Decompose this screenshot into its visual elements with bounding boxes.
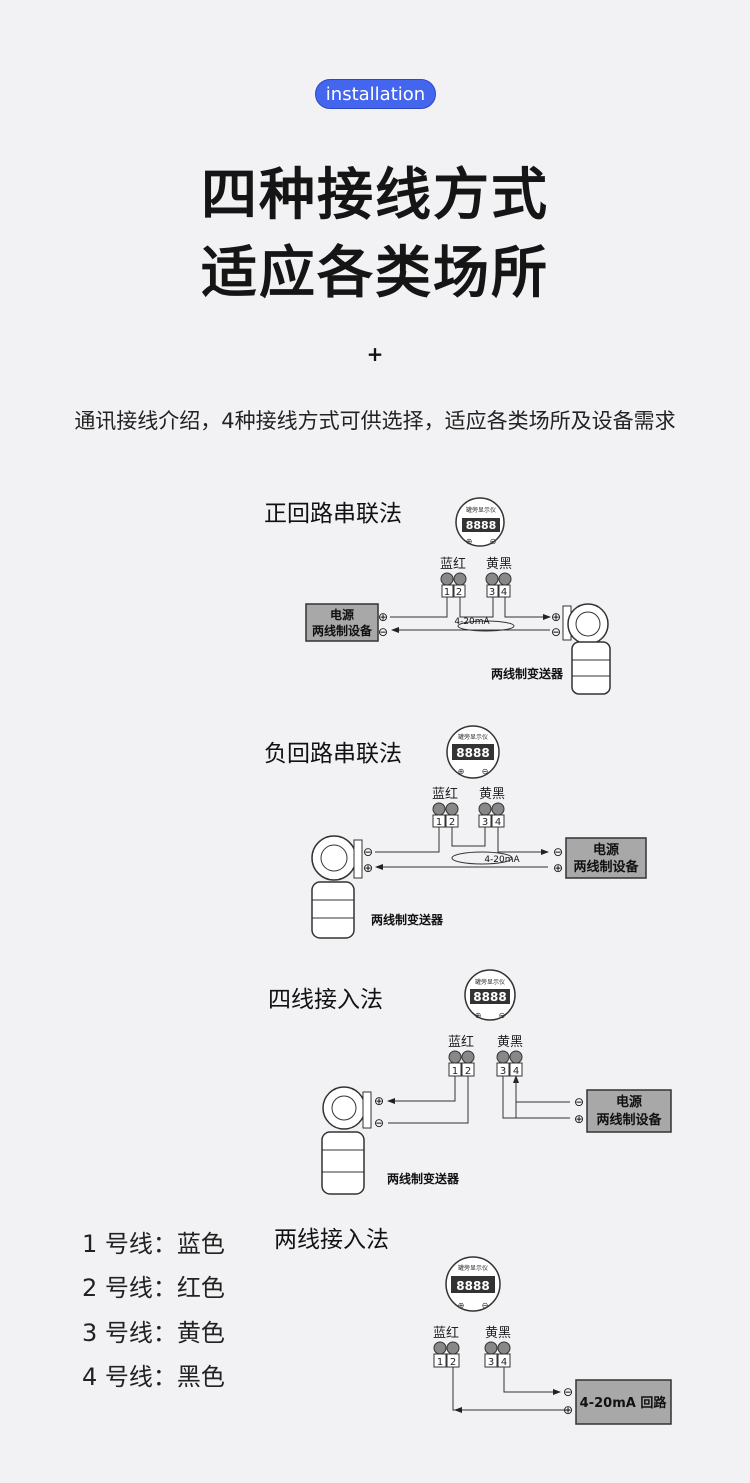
svg-text:1: 1 bbox=[452, 1066, 458, 1077]
section-title-positive-loop: 正回路串联法 bbox=[264, 501, 402, 527]
diagram-negative-loop: 8888 罐旁显示仪 ⊕ ⊖ 蓝红 黄黑 1 2 3 4 ⊖ ⊕ 两线制变送器 … bbox=[311, 725, 647, 939]
svg-text:⊖: ⊖ bbox=[551, 625, 561, 639]
diagram-four-wire: 8888 罐旁显示仪 ⊕ ⊖ 蓝红 黄黑 1 2 3 4 ⊕ ⊖ 两线制变送器 … bbox=[321, 969, 672, 1195]
svg-text:⊖: ⊖ bbox=[574, 1095, 584, 1109]
svg-text:4: 4 bbox=[501, 587, 507, 598]
svg-text:⊖: ⊖ bbox=[499, 1011, 506, 1020]
legend-wire-2: 2 号线：红色 bbox=[82, 1274, 225, 1302]
svg-text:⊕: ⊕ bbox=[458, 767, 465, 776]
svg-text:电源: 电源 bbox=[593, 842, 619, 858]
section-title-two-wire: 两线接入法 bbox=[274, 1227, 389, 1253]
svg-text:蓝红: 蓝红 bbox=[432, 786, 458, 802]
svg-text:⊖: ⊖ bbox=[374, 1116, 384, 1130]
svg-text:4-20mA: 4-20mA bbox=[484, 855, 520, 865]
svg-text:⊕: ⊕ bbox=[466, 537, 473, 546]
svg-text:4: 4 bbox=[513, 1066, 519, 1077]
svg-text:3: 3 bbox=[500, 1066, 506, 1077]
svg-text:电源: 电源 bbox=[616, 1094, 642, 1110]
svg-text:⊕: ⊕ bbox=[378, 610, 388, 624]
svg-text:⊕: ⊕ bbox=[363, 861, 373, 875]
svg-text:两线制设备: 两线制设备 bbox=[596, 1112, 662, 1128]
svg-text:⊕: ⊕ bbox=[563, 1403, 573, 1417]
svg-text:罐旁显示仪: 罐旁显示仪 bbox=[458, 733, 488, 741]
diagram-two-wire: 8888 罐旁显示仪 ⊕ ⊖ 蓝红 黄黑 1 2 3 4 ⊖ ⊕ 4-20mA … bbox=[433, 1256, 672, 1425]
svg-text:4-20mA 回路: 4-20mA 回路 bbox=[580, 1395, 668, 1411]
plus-divider: + bbox=[366, 342, 384, 366]
svg-text:蓝红: 蓝红 bbox=[448, 1034, 474, 1050]
svg-text:⊕: ⊕ bbox=[475, 1011, 482, 1020]
svg-text:4: 4 bbox=[495, 817, 501, 828]
svg-text:蓝红: 蓝红 bbox=[433, 1325, 459, 1341]
section-title-negative-loop: 负回路串联法 bbox=[264, 741, 402, 767]
svg-text:8888: 8888 bbox=[456, 1279, 489, 1293]
svg-text:⊖: ⊖ bbox=[378, 625, 388, 639]
svg-text:⊖: ⊖ bbox=[363, 845, 373, 859]
svg-text:⊖: ⊖ bbox=[553, 845, 563, 859]
svg-text:两线制设备: 两线制设备 bbox=[312, 623, 373, 638]
svg-text:4-20mA: 4-20mA bbox=[454, 617, 490, 627]
svg-text:1: 1 bbox=[436, 817, 442, 828]
svg-text:2: 2 bbox=[456, 587, 462, 598]
label-yellow-black: 黄黑 bbox=[486, 557, 512, 572]
installation-badge: installation bbox=[315, 79, 436, 109]
svg-text:⊕: ⊕ bbox=[553, 861, 563, 875]
power-box bbox=[305, 603, 379, 642]
svg-text:电源: 电源 bbox=[330, 607, 354, 622]
label-blue-red: 蓝红 bbox=[440, 556, 466, 572]
svg-text:2: 2 bbox=[465, 1066, 471, 1077]
svg-text:⊖: ⊖ bbox=[490, 537, 497, 546]
svg-text:两线制设备: 两线制设备 bbox=[573, 859, 639, 875]
legend-wire-1: 1 号线：蓝色 bbox=[82, 1230, 225, 1258]
svg-text:3: 3 bbox=[489, 587, 495, 598]
svg-text:4: 4 bbox=[501, 1357, 507, 1368]
svg-text:⊕: ⊕ bbox=[374, 1094, 384, 1108]
intro-text: 通讯接线介绍，4种接线方式可供选择，适应各类场所及设备需求 bbox=[74, 409, 676, 433]
meter-name: 罐旁显示仪 bbox=[466, 506, 496, 514]
meter-digits: 8888 bbox=[466, 519, 497, 532]
page-title-line-1: 四种接线方式 bbox=[201, 163, 549, 228]
svg-text:1: 1 bbox=[437, 1357, 443, 1368]
svg-text:两线制变送器: 两线制变送器 bbox=[387, 1171, 460, 1186]
diagram-positive-loop: 8888 罐旁显示仪 ⊕ ⊖ 蓝红 黄黑 1 2 3 4 电源 两线制设备 ⊕ … bbox=[305, 497, 611, 695]
svg-text:罐旁显示仪: 罐旁显示仪 bbox=[458, 1264, 488, 1272]
svg-text:1: 1 bbox=[444, 587, 450, 598]
display-meter: 8888 罐旁显示仪 ⊕ ⊖ bbox=[455, 497, 505, 547]
legend-wire-3: 3 号线：黄色 bbox=[82, 1319, 225, 1347]
section-title-four-wire: 四线接入法 bbox=[268, 987, 383, 1013]
svg-text:两线制变送器: 两线制变送器 bbox=[491, 666, 564, 681]
svg-text:两线制变送器: 两线制变送器 bbox=[371, 912, 444, 927]
svg-text:⊖: ⊖ bbox=[482, 767, 489, 776]
svg-text:黄黑: 黄黑 bbox=[479, 787, 505, 802]
svg-text:黄黑: 黄黑 bbox=[497, 1035, 523, 1050]
page-title-line-2: 适应各类场所 bbox=[201, 241, 549, 306]
svg-text:⊖: ⊖ bbox=[563, 1385, 573, 1399]
svg-text:⊕: ⊕ bbox=[458, 1301, 465, 1310]
svg-text:2: 2 bbox=[450, 1357, 456, 1368]
legend-wire-4: 4 号线：黑色 bbox=[82, 1363, 225, 1391]
svg-text:⊖: ⊖ bbox=[482, 1301, 489, 1310]
svg-text:3: 3 bbox=[488, 1357, 494, 1368]
svg-text:8888: 8888 bbox=[473, 990, 506, 1004]
svg-text:2: 2 bbox=[449, 817, 455, 828]
svg-text:黄黑: 黄黑 bbox=[485, 1326, 511, 1341]
svg-text:⊕: ⊕ bbox=[551, 610, 561, 624]
svg-text:8888: 8888 bbox=[456, 746, 489, 760]
svg-text:⊕: ⊕ bbox=[574, 1112, 584, 1126]
svg-text:罐旁显示仪: 罐旁显示仪 bbox=[475, 978, 505, 986]
svg-text:3: 3 bbox=[482, 817, 488, 828]
